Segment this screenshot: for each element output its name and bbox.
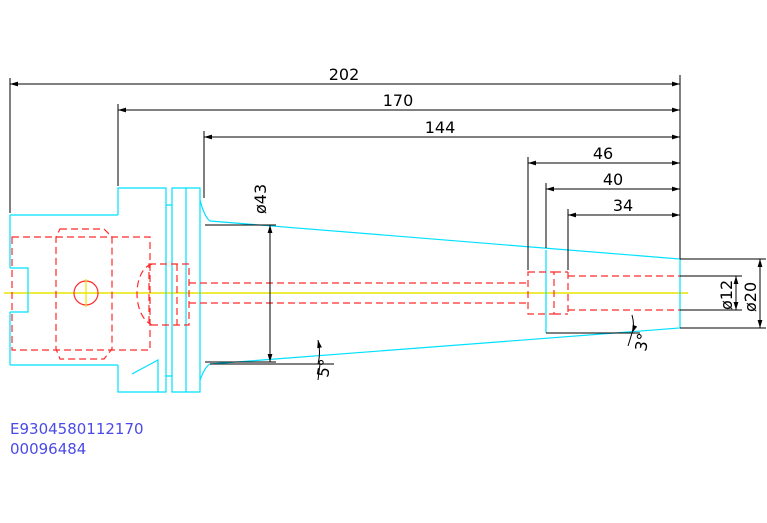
serial-number: 00096484 — [10, 440, 86, 458]
dim-label-40: 40 — [603, 170, 623, 189]
part-number: E9304580112170 — [10, 420, 144, 438]
dim-label-46: 46 — [593, 144, 613, 163]
dim-label-34: 34 — [613, 196, 633, 215]
dim-label-d43: ø43 — [251, 184, 270, 214]
angle-label-5: 5° — [313, 357, 335, 378]
dim-label-144: 144 — [425, 118, 456, 137]
dim-label-d20: ø20 — [741, 282, 760, 312]
hidden-lines — [11, 228, 680, 360]
dim-label-202: 202 — [329, 65, 360, 84]
angle-label-3: 3° — [631, 331, 653, 352]
dim-label-170: 170 — [383, 91, 414, 110]
dimension-lines — [9, 75, 766, 381]
holder-outline — [9, 187, 681, 393]
dim-label-d12: ø12 — [717, 280, 736, 310]
